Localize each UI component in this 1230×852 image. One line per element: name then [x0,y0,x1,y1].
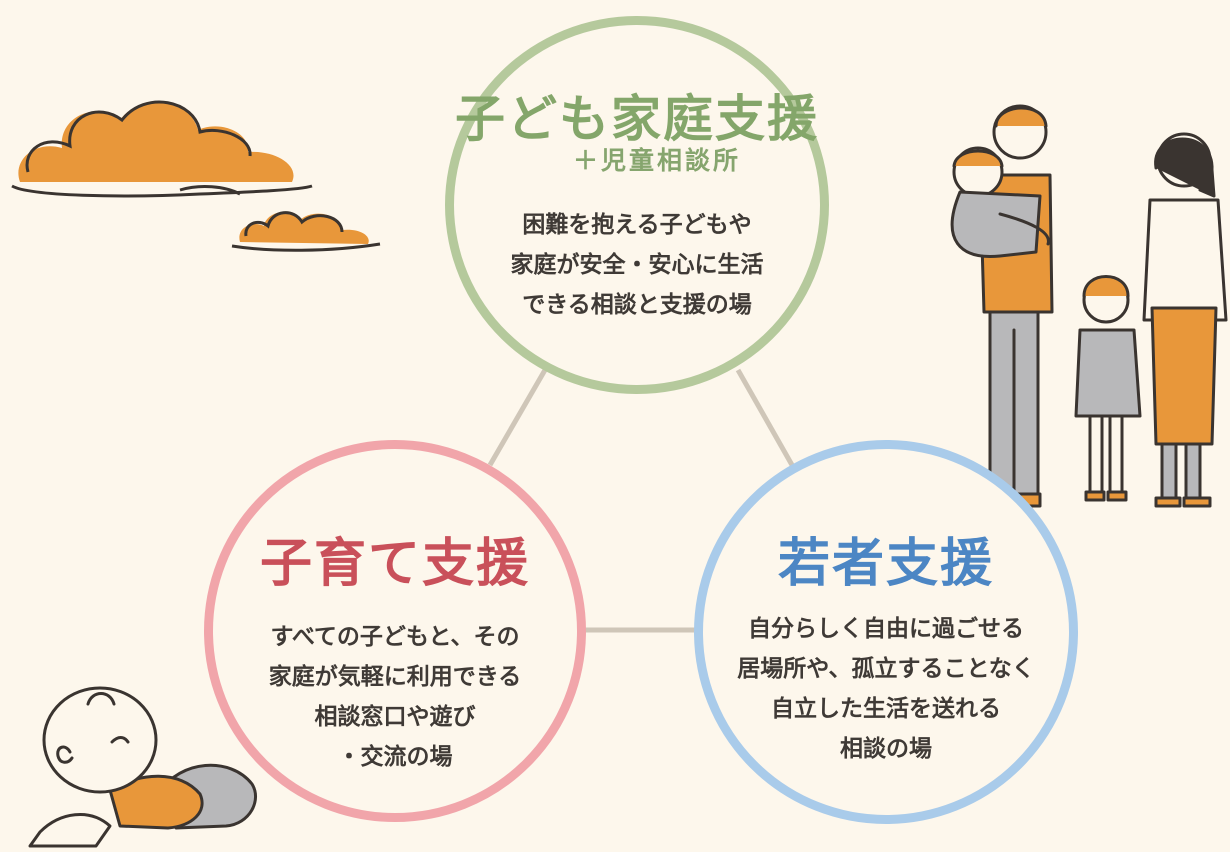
connector-top-left [487,368,548,467]
description-line: 居場所や、孤立することなく [737,656,1035,682]
parenting-support-description: すべての子どもと、その 家庭が気軽に利用できる 相談窓口や遊び ・交流の場 [213,617,577,777]
connector-top-right [735,368,795,467]
cloud-icon [11,100,313,198]
youth-support-description: 自分らしく自由に過ごせる 居場所や、孤立することなく 自立した生活を送れる 相談… [703,609,1069,769]
description-line: 自分らしく自由に過ごせる [748,616,1024,642]
description-line: 相談窓口や遊び [314,704,476,730]
description-line: 家庭が気軽に利用できる [268,664,522,690]
cloud-icon [231,211,381,252]
baby-icon [28,686,258,848]
youth-support-title: 若者支援 [777,534,994,594]
parenting-support-circle: 子育て支援 すべての子どもと、その 家庭が気軽に利用できる 相談窓口や遊び ・交… [204,440,586,822]
connector-lines [487,368,795,633]
child-family-support-title: 子ども家庭支援 [455,90,819,148]
description-line: 困難を抱える子どもや [522,212,752,238]
child-guidance-center-subtitle: ＋児童相談所 [572,146,741,175]
child-family-support-circle: 子ども家庭支援 ＋児童相談所 困難を抱える子どもや 家庭が安全・安心に生活 でき… [445,16,829,394]
description-line: 自立した生活を送れる [771,696,1001,722]
description-line: できる相談と支援の場 [522,292,752,318]
description-line: 相談の場 [840,736,932,762]
description-line: すべての子どもと、その [270,624,520,650]
description-line: ・交流の場 [337,744,453,770]
child-family-support-description: 困難を抱える子どもや 家庭が安全・安心に生活 できる相談と支援の場 [454,205,820,325]
youth-support-circle: 若者支援 自分らしく自由に過ごせる 居場所や、孤立することなく 自立した生活を送… [694,440,1078,824]
description-line: 家庭が安全・安心に生活 [510,252,764,278]
parenting-support-title: 子育て支援 [259,534,530,594]
family-icon [950,104,1228,508]
